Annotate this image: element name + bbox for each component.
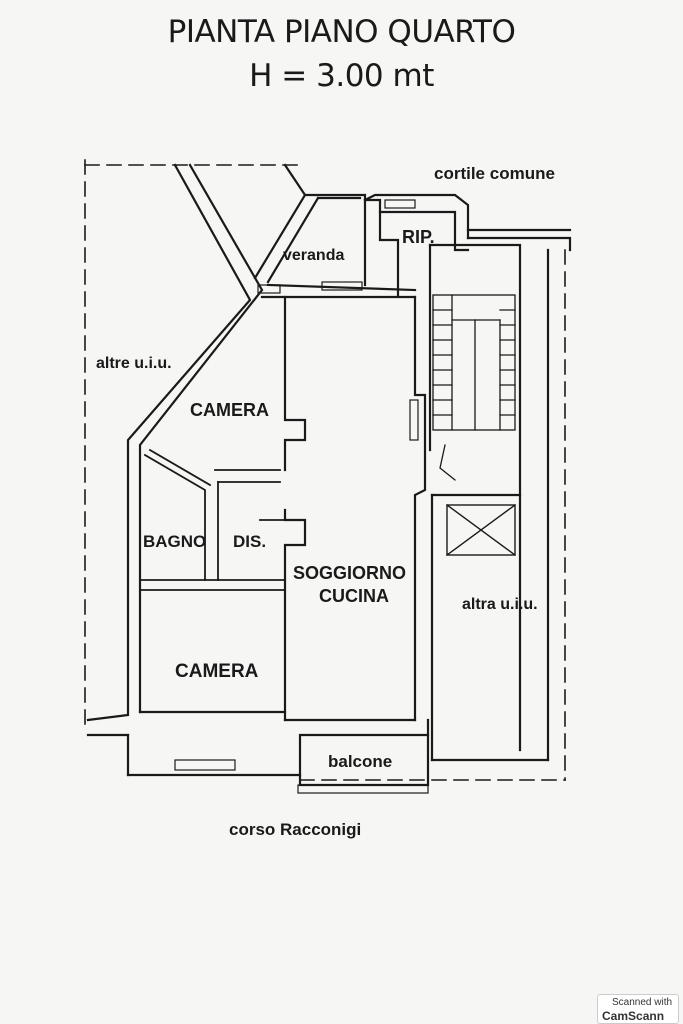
elevator [446,504,516,556]
label-ripostiglio: RIP. [402,227,435,247]
label-bagno: BAGNO [143,532,207,551]
inner-walls [139,448,286,591]
label-balcone: balcone [328,752,393,771]
label-street: corso Racconigi [229,820,362,839]
label-cortile-comune: cortile comune [434,164,555,183]
plan-title: PIANTA PIANO QUARTO [167,14,516,50]
windows [174,199,429,794]
watermark-line2: CamScann [602,1009,665,1023]
plan-height: H = 3.00 mt [249,58,434,94]
label-disimpegno: DIS. [233,532,267,551]
label-altra-uiu: altra u.i.u. [462,596,538,613]
boundary-dashed [84,159,566,781]
label-camera-top: CAMERA [190,400,269,420]
stairs [432,294,516,481]
watermark-line1: Scanned with [612,997,673,1008]
label-altre-uiu: altre u.i.u. [96,355,172,372]
label-soggiorno: SOGGIORNO [293,563,407,583]
label-cucina: CUCINA [319,586,389,606]
label-veranda: veranda [283,247,345,264]
scanner-watermark: Scanned with CamScann [597,994,679,1024]
label-camera-bottom: CAMERA [175,661,259,682]
